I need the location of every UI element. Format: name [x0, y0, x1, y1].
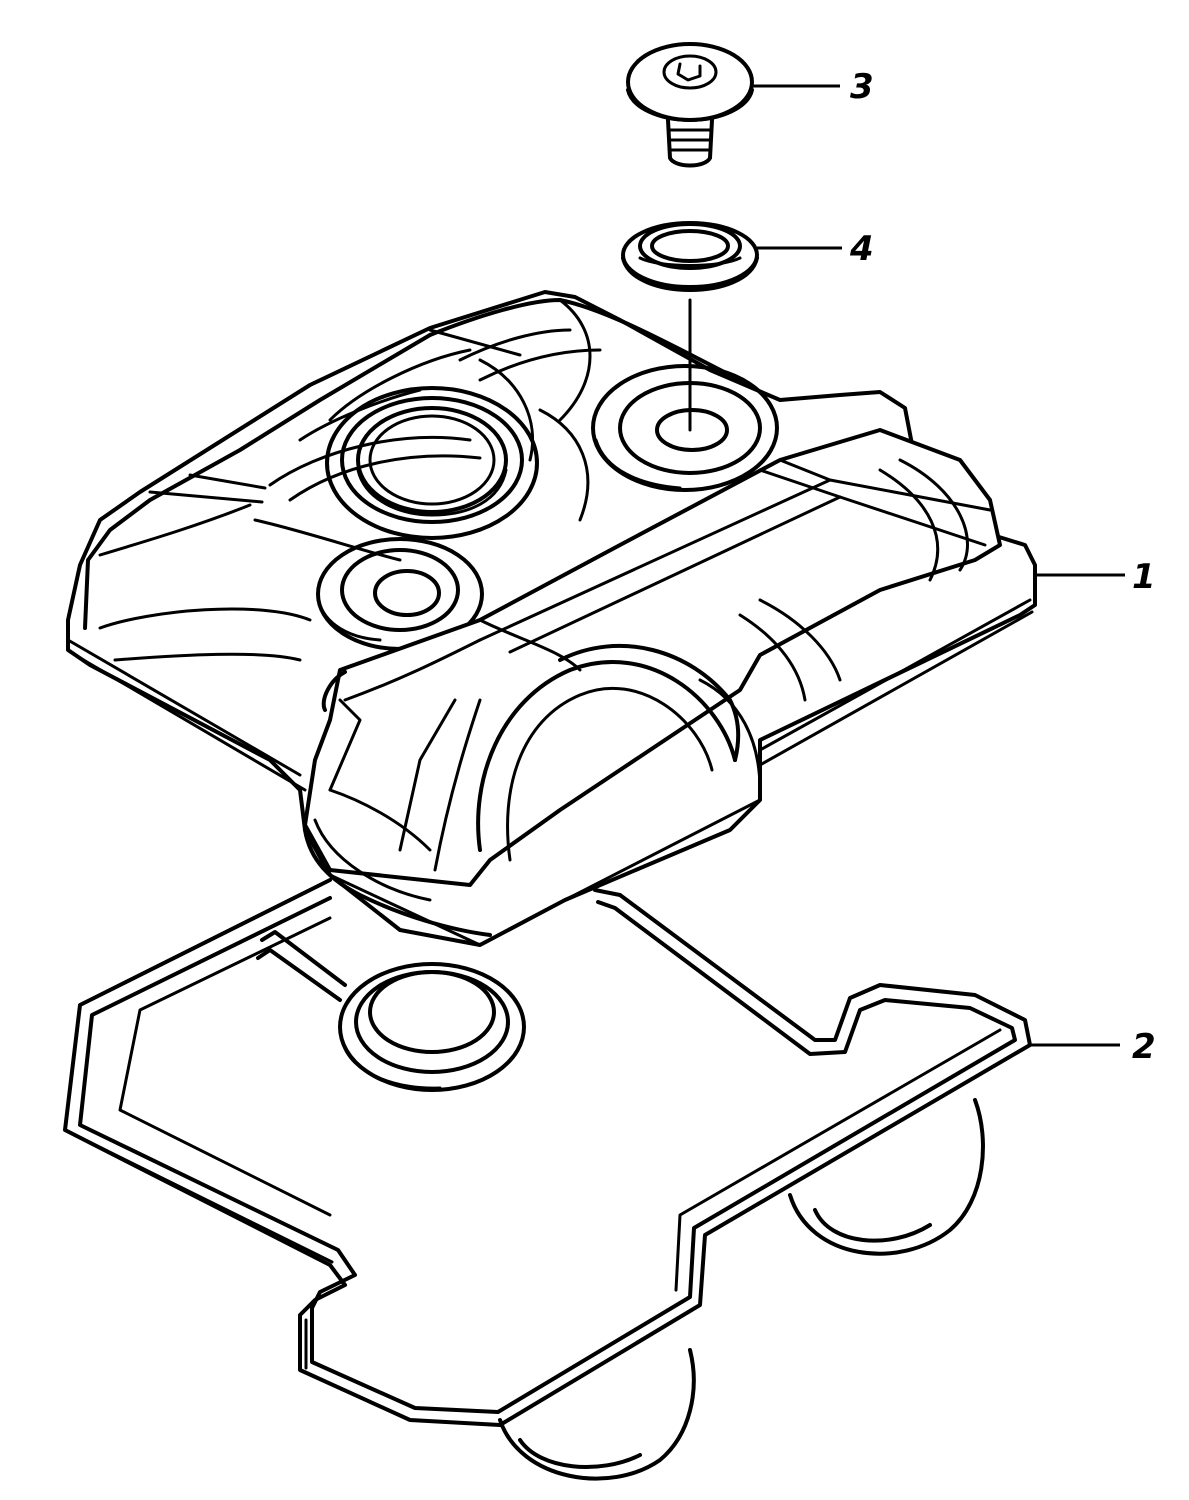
callout-4: 4: [849, 229, 874, 269]
callout-2: 2: [1132, 1027, 1156, 1067]
bolt[interactable]: [626, 42, 754, 168]
valve-cover[interactable]: [66, 290, 1037, 947]
washer[interactable]: [621, 221, 759, 432]
leader-lines: [752, 84, 1125, 1047]
callouts: 1 2 3 4: [849, 67, 1156, 1067]
callout-3: 3: [850, 67, 874, 107]
gasket[interactable]: [63, 878, 1032, 1481]
callout-1: 1: [1132, 557, 1156, 597]
